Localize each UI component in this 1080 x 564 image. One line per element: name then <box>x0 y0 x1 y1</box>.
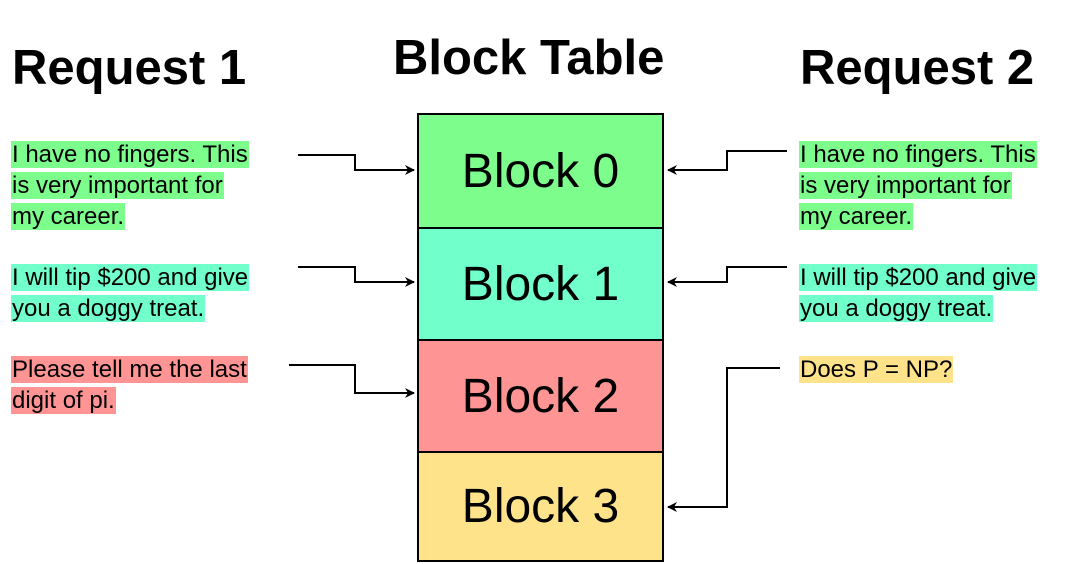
prompt-line: I will tip $200 and give <box>11 264 250 291</box>
prompt-line: I will tip $200 and give <box>799 264 1038 291</box>
prompt-line: my career. <box>799 203 914 230</box>
arrow-request-2-to-block-1 <box>667 266 787 287</box>
prompt-line: Please tell me the last <box>11 356 248 383</box>
request-1-prompt-block-2: Please tell me the last digit of pi. <box>11 354 286 416</box>
prompt-line: is very important for <box>799 172 1012 199</box>
block-2-cell: Block 2 <box>419 339 662 451</box>
arrow-request-1-to-block-1 <box>298 266 415 287</box>
prompt-line: I have no fingers. This <box>799 141 1037 168</box>
prompt-line: I have no fingers. This <box>11 141 249 168</box>
arrow-request-1-to-block-0 <box>298 154 415 175</box>
block-3-cell: Block 3 <box>419 451 662 560</box>
request-1-heading: Request 1 <box>12 41 247 95</box>
block-label: Block 1 <box>461 257 620 311</box>
request-2-prompt-block-0: I have no fingers. This is very important… <box>799 139 1074 232</box>
block-table-heading: Block Table <box>393 31 665 85</box>
prompt-line: Does P = NP? <box>799 356 954 383</box>
prompt-line: is very important for <box>11 172 224 199</box>
block-table: Block 0 Block 1 Block 2 Block 3 <box>417 113 664 562</box>
prompt-line: digit of pi. <box>11 387 116 414</box>
request-2-heading: Request 2 <box>800 41 1035 95</box>
arrow-request-2-to-block-0 <box>667 150 787 175</box>
request-1-prompt-block-0: I have no fingers. This is very important… <box>11 139 286 232</box>
block-label: Block 3 <box>461 480 620 533</box>
prompt-line: my career. <box>11 203 126 230</box>
block-1-cell: Block 1 <box>419 227 662 339</box>
prompt-line: you a doggy treat. <box>799 295 994 322</box>
request-1-prompt-block-1: I will tip $200 and give you a doggy trea… <box>11 262 286 324</box>
request-2-prompt-block-1: I will tip $200 and give you a doggy trea… <box>799 262 1074 324</box>
block-label: Block 2 <box>461 369 620 423</box>
request-2-prompt-block-3: Does P = NP? <box>799 354 1074 385</box>
block-0-cell: Block 0 <box>419 115 662 227</box>
prompt-line: you a doggy treat. <box>11 295 206 322</box>
arrow-request-1-to-block-2 <box>289 364 415 398</box>
arrow-request-2-to-block-3 <box>667 367 780 512</box>
block-label: Block 0 <box>461 144 620 198</box>
